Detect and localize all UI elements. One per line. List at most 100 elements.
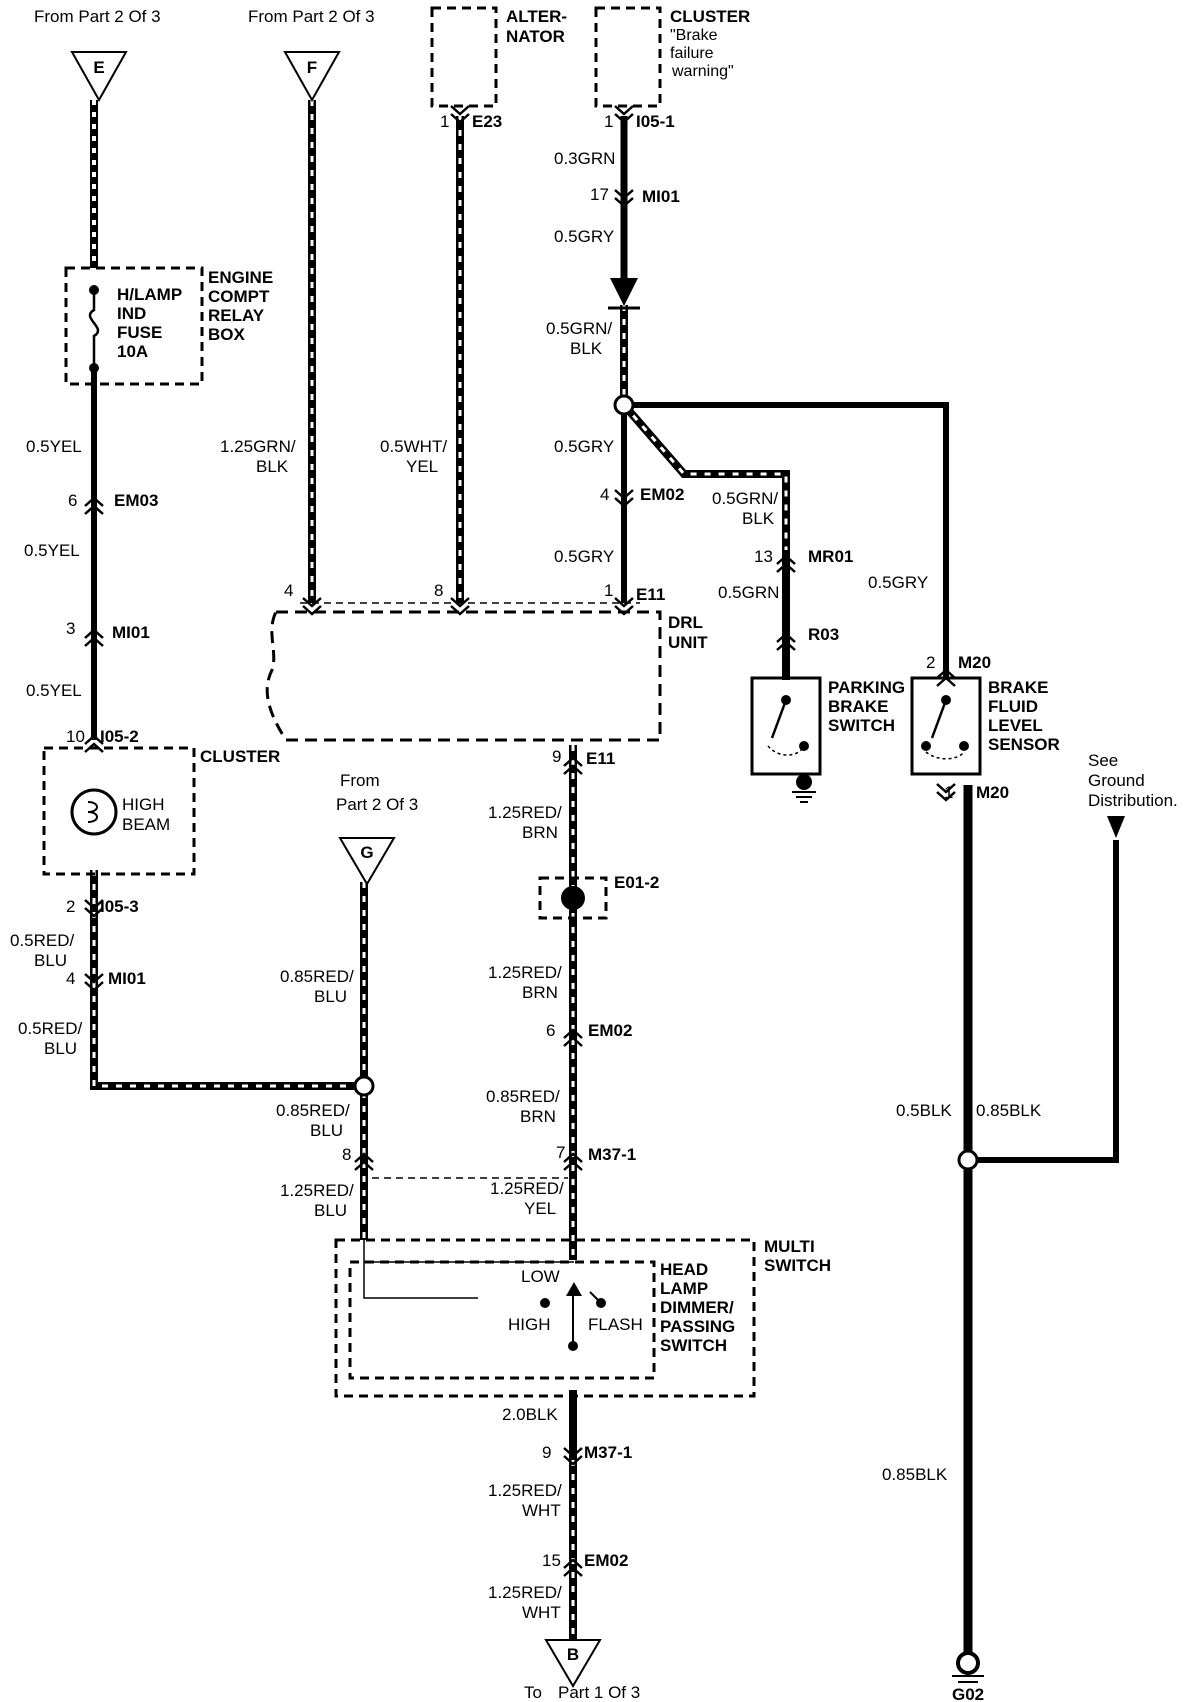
wire-05gry-brake	[624, 402, 949, 680]
conn-m20a-id: M20	[958, 653, 991, 672]
wire-label-125redbrn-b-2: BRN	[522, 983, 558, 1002]
brake-fluid-label-3: LEVEL	[988, 716, 1043, 735]
cluster-top-box	[594, 6, 662, 108]
wire-label-085redbrn-1: 0.85RED/	[486, 1087, 560, 1106]
conn-mi01c-id: MI01	[108, 969, 146, 988]
wire-label-20blk: 2.0BLK	[502, 1405, 558, 1424]
conn-m371a-id: M37-1	[588, 1145, 636, 1164]
wire-labels: 0.3GRN 0.5GRY 0.5GRN/ BLK 0.5GRY 0.5GRY …	[10, 149, 1042, 1622]
drl-label-2: UNIT	[668, 633, 708, 652]
engine-relay-box: H/LAMP IND FUSE 10A ENGINE COMPT RELAY B…	[64, 266, 273, 386]
dimmer-arrow-icon	[566, 1282, 582, 1296]
connector-chevron-icon	[563, 1152, 583, 1171]
fuse-label-1: H/LAMP	[117, 285, 182, 304]
parking-switch-dashed	[767, 745, 805, 756]
conn-mi01c-pin: 4	[66, 969, 75, 988]
conn-em02a-id: EM02	[640, 485, 684, 504]
conn-i052-pin: 10	[66, 727, 85, 746]
wire-085blk-ground-dist	[968, 840, 1119, 1163]
wire-label-125grnblk-2: BLK	[256, 457, 289, 476]
wire-label-125redbrn-a-1: 1.25RED/	[488, 803, 562, 822]
brake-fluid-label-4: SENSOR	[988, 735, 1060, 754]
cluster-top-label-1: CLUSTER	[670, 7, 750, 26]
connector-chevron-icon	[563, 756, 583, 775]
conn-e23-pin: 1	[440, 112, 449, 131]
cluster-left-label: CLUSTER	[200, 747, 280, 766]
alternator: ALTER- NATOR	[430, 6, 567, 108]
connector-chevron-icon	[776, 554, 796, 573]
offpage-caption-b-1: To	[524, 1683, 542, 1702]
wire-label-05redblu-a-1: 0.5RED/	[10, 931, 75, 950]
dimmer-pivot	[568, 1341, 578, 1351]
dimmer-label-1: HEAD	[660, 1260, 708, 1279]
offpage-f: F From Part 2 Of 3	[248, 7, 375, 103]
wire-label-03grn: 0.3GRN	[554, 149, 615, 168]
offpage-caption-g-1: From	[340, 771, 380, 790]
wire-label-05redblu-a-2: BLU	[34, 951, 67, 970]
conn-i051-id: I05-1	[636, 112, 675, 131]
conn-m371a-pin: 7	[556, 1143, 565, 1162]
wire-label-125redyel-1: 1.25RED/	[490, 1179, 564, 1198]
wire-label-085blk-a: 0.85BLK	[976, 1101, 1042, 1120]
conn-i053-pin: 2	[66, 897, 75, 916]
dimmer-label-5: SWITCH	[660, 1336, 727, 1355]
wire-label-125redbrn-b-1: 1.25RED/	[488, 963, 562, 982]
junction-brake	[613, 394, 635, 416]
wire-label-125redwht-b-2: WHT	[522, 1603, 561, 1622]
wire-label-05grnblk-b-2: BLK	[742, 509, 775, 528]
connector-chevron-icon	[776, 632, 796, 651]
ground-note-2: Ground	[1088, 771, 1145, 790]
wire-label-125redwht-a-1: 1.25RED/	[488, 1481, 562, 1500]
bulb-filament	[87, 801, 98, 823]
wire-label-05whtyel-2: YEL	[406, 457, 438, 476]
wire-05redblu-stripe	[92, 870, 358, 1088]
offpage-caption-b-2: Part 1 Of 3	[558, 1683, 640, 1702]
dimmer-flash: FLASH	[588, 1315, 643, 1334]
connector-chevron-icon	[84, 734, 104, 753]
splice-e01-2-box	[538, 876, 608, 920]
connector-chevron-icon	[84, 899, 104, 918]
high-beam-label-2: BEAM	[122, 815, 170, 834]
connector-chevron-icon	[302, 597, 322, 616]
brake-fluid-label-1: BRAKE	[988, 678, 1048, 697]
wire-label-05whtyel-1: 0.5WHT/	[380, 437, 447, 456]
wires	[90, 100, 1119, 1663]
brake-switch-arm	[930, 699, 948, 739]
splice-e01-2-dot	[561, 886, 585, 910]
wire-label-05yel-b: 0.5YEL	[24, 541, 80, 560]
conn-e23-id: E23	[472, 112, 502, 131]
flash-arm	[589, 1291, 601, 1303]
relay-box-label-1: ENGINE	[208, 268, 273, 287]
conn-e11in-id: E11	[636, 585, 665, 604]
offpage-triangle-g	[338, 837, 396, 886]
relay-box-label-3: RELAY	[208, 306, 265, 325]
connector-chevron-icon	[614, 189, 634, 208]
conn-i051-pin: 1	[604, 112, 613, 131]
wire-label-125grnblk-1: 1.25GRN/	[220, 437, 296, 456]
conn-em02a-pin: 4	[600, 485, 609, 504]
conn-m20a-pin: 2	[926, 653, 935, 672]
connector-chevron-icon	[936, 668, 956, 687]
ground-distribution-note: See Ground Distribution.	[1088, 751, 1178, 838]
wire-label-05yel-c: 0.5YEL	[26, 681, 82, 700]
dimmer-high: HIGH	[508, 1315, 551, 1334]
conn-mi01a-id: MI01	[642, 187, 680, 206]
connector-chevron-icon	[450, 597, 470, 616]
drl-outline	[265, 610, 662, 742]
parking-label-2: BRAKE	[828, 697, 888, 716]
dimmer-label-4: PASSING	[660, 1317, 735, 1336]
wire-label-05gry-a: 0.5GRY	[554, 227, 614, 246]
ground-note-1: See	[1088, 751, 1118, 770]
multi-label-1: MULTI	[764, 1237, 815, 1256]
multi-label-2: SWITCH	[764, 1256, 831, 1275]
wire-label-125redbrn-a-2: BRN	[522, 823, 558, 842]
parking-brake-switch: PARKING BRAKE SWITCH	[750, 676, 905, 803]
alternator-label-2: NATOR	[506, 27, 565, 46]
offpage-letter-g: G	[360, 843, 373, 862]
wire-label-125redblu-1: 1.25RED/	[280, 1181, 354, 1200]
connector-marks	[84, 105, 956, 1577]
conn-mi01a-pin: 17	[590, 185, 609, 204]
offpage-caption-f: From Part 2 Of 3	[248, 7, 375, 26]
brake-fluid-box	[910, 676, 982, 776]
wire-label-05gry-c: 0.5GRY	[554, 547, 614, 566]
